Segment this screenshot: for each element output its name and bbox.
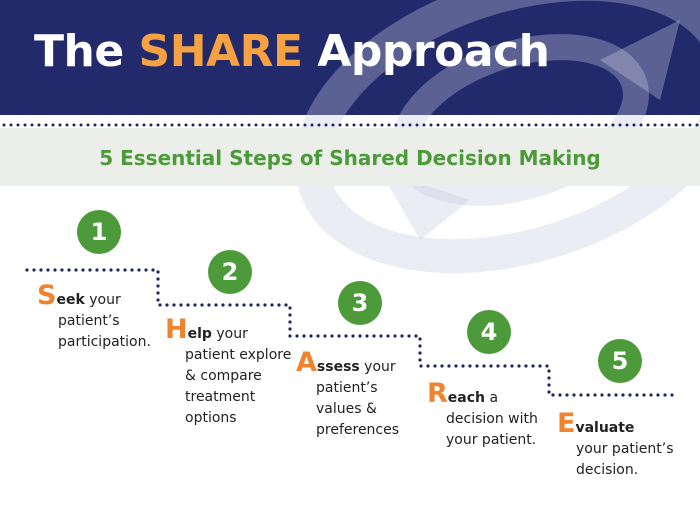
step-description: patient’s values & preferences <box>316 380 400 438</box>
step-inline: your <box>359 359 396 375</box>
step-letter: H <box>165 314 188 345</box>
step-letter: R <box>427 378 448 409</box>
step-keyword: ssess <box>316 359 360 375</box>
step-assess: Assess your patient’s values & preferenc… <box>296 349 400 441</box>
step-description: decision with your patient. <box>446 411 538 448</box>
step-letter: E <box>557 408 576 439</box>
step-description: your patient’s decision. <box>576 441 674 478</box>
step-number-4: 4 <box>467 310 511 354</box>
subtitle-band <box>0 128 700 186</box>
step-inline: your <box>211 326 248 342</box>
step-letter: S <box>37 280 57 311</box>
step-description: patient explore & compare treatment opti… <box>185 347 292 426</box>
step-inline: a <box>485 390 499 406</box>
step-description: patient’s participation. <box>58 313 151 350</box>
step-number-5: 5 <box>598 339 642 383</box>
page-title: The SHARE Approach <box>34 26 550 77</box>
step-keyword: valuate <box>575 420 635 436</box>
step-reach: Reach a decision with your patient. <box>427 380 538 451</box>
header-banner <box>0 0 700 115</box>
step-keyword: eek <box>56 292 85 308</box>
step-number-1: 1 <box>77 210 121 254</box>
step-keyword: elp <box>187 326 212 342</box>
step-number-2: 2 <box>208 250 252 294</box>
subtitle: 5 Essential Steps of Shared Decision Mak… <box>99 146 601 170</box>
step-letter: A <box>296 347 317 378</box>
step-inline: your <box>84 292 121 308</box>
step-seek: Seek your patient’s participation. <box>37 282 151 353</box>
step-number-3: 3 <box>338 281 382 325</box>
step-evaluate: Evaluate your patient’s decision. <box>557 410 674 481</box>
step-help: Help your patient explore & compare trea… <box>165 316 292 429</box>
step-keyword: each <box>447 390 486 406</box>
